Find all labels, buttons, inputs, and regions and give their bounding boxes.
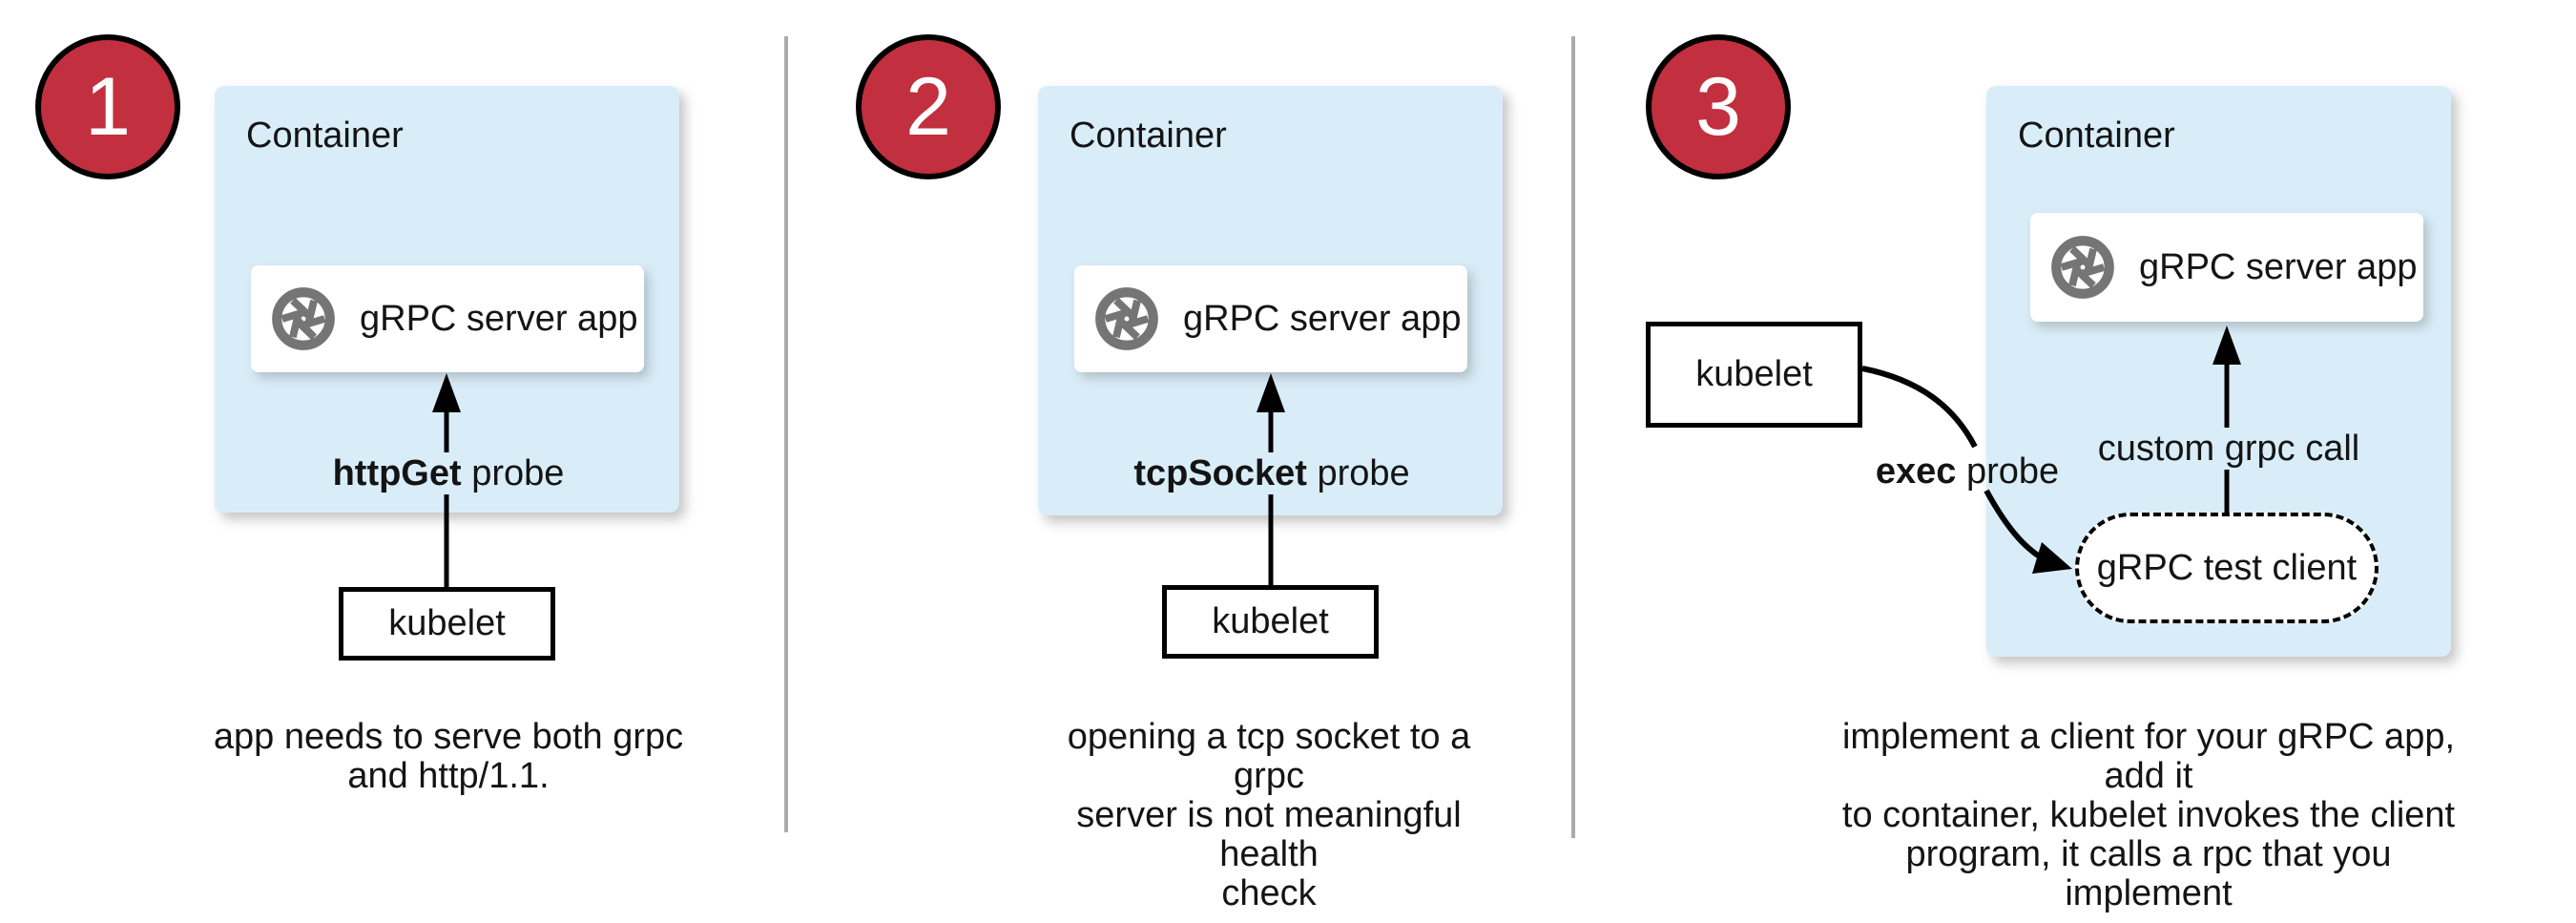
caption-3: implement a client for your gRPC app, ad…: [1841, 717, 2456, 913]
kubelet-label: kubelet: [388, 603, 506, 643]
container-2-label: Container: [1070, 115, 1227, 156]
custom-grpc-call-label: custom grpc call: [2086, 428, 2372, 470]
aperture-icon: [2051, 236, 2114, 299]
grpc-test-client-box: gRPC test client: [2075, 513, 2379, 623]
grpc-server-app-label: gRPC server app: [1183, 298, 1462, 339]
grpc-server-app-box-3: gRPC server app: [2030, 213, 2423, 322]
tcpsocket-probe-label: tcpSocket probe: [1100, 452, 1444, 494]
kubelet-label: kubelet: [1695, 354, 1813, 394]
panel-divider: [784, 36, 788, 832]
exec-arrow-upper-curve: [1861, 366, 1978, 449]
step-1-badge: 1: [35, 34, 180, 179]
step-2-number: 2: [905, 61, 951, 153]
kubelet-box-3: kubelet: [1646, 322, 1862, 428]
step-3-badge: 3: [1646, 34, 1791, 179]
kubelet-label: kubelet: [1212, 601, 1329, 641]
aperture-icon: [272, 287, 335, 350]
panel-divider: [1571, 36, 1575, 838]
grpc-server-app-label: gRPC server app: [2139, 246, 2418, 287]
container-1-label: Container: [246, 115, 404, 156]
kubelet-box-1: kubelet: [339, 587, 555, 661]
httpget-probe-label: httpGet probe: [315, 452, 582, 494]
step-1-number: 1: [85, 61, 131, 153]
caption-1: app needs to serve both grpc and http/1.…: [213, 717, 684, 796]
exec-probe-label: exec probe: [1875, 451, 2060, 492]
step-3-number: 3: [1695, 61, 1741, 153]
kubelet-box-2: kubelet: [1162, 585, 1379, 659]
step-2-badge: 2: [856, 34, 1001, 179]
grpc-server-app-label: gRPC server app: [360, 298, 638, 339]
grpc-server-app-box-1: gRPC server app: [251, 265, 644, 372]
grpc-server-app-box-2: gRPC server app: [1074, 265, 1467, 372]
grpc-test-client-label: gRPC test client: [2096, 547, 2358, 588]
caption-2: opening a tcp socket to a grpc server is…: [1067, 717, 1471, 913]
aperture-icon: [1095, 287, 1158, 350]
container-3-label: Container: [2018, 115, 2175, 156]
